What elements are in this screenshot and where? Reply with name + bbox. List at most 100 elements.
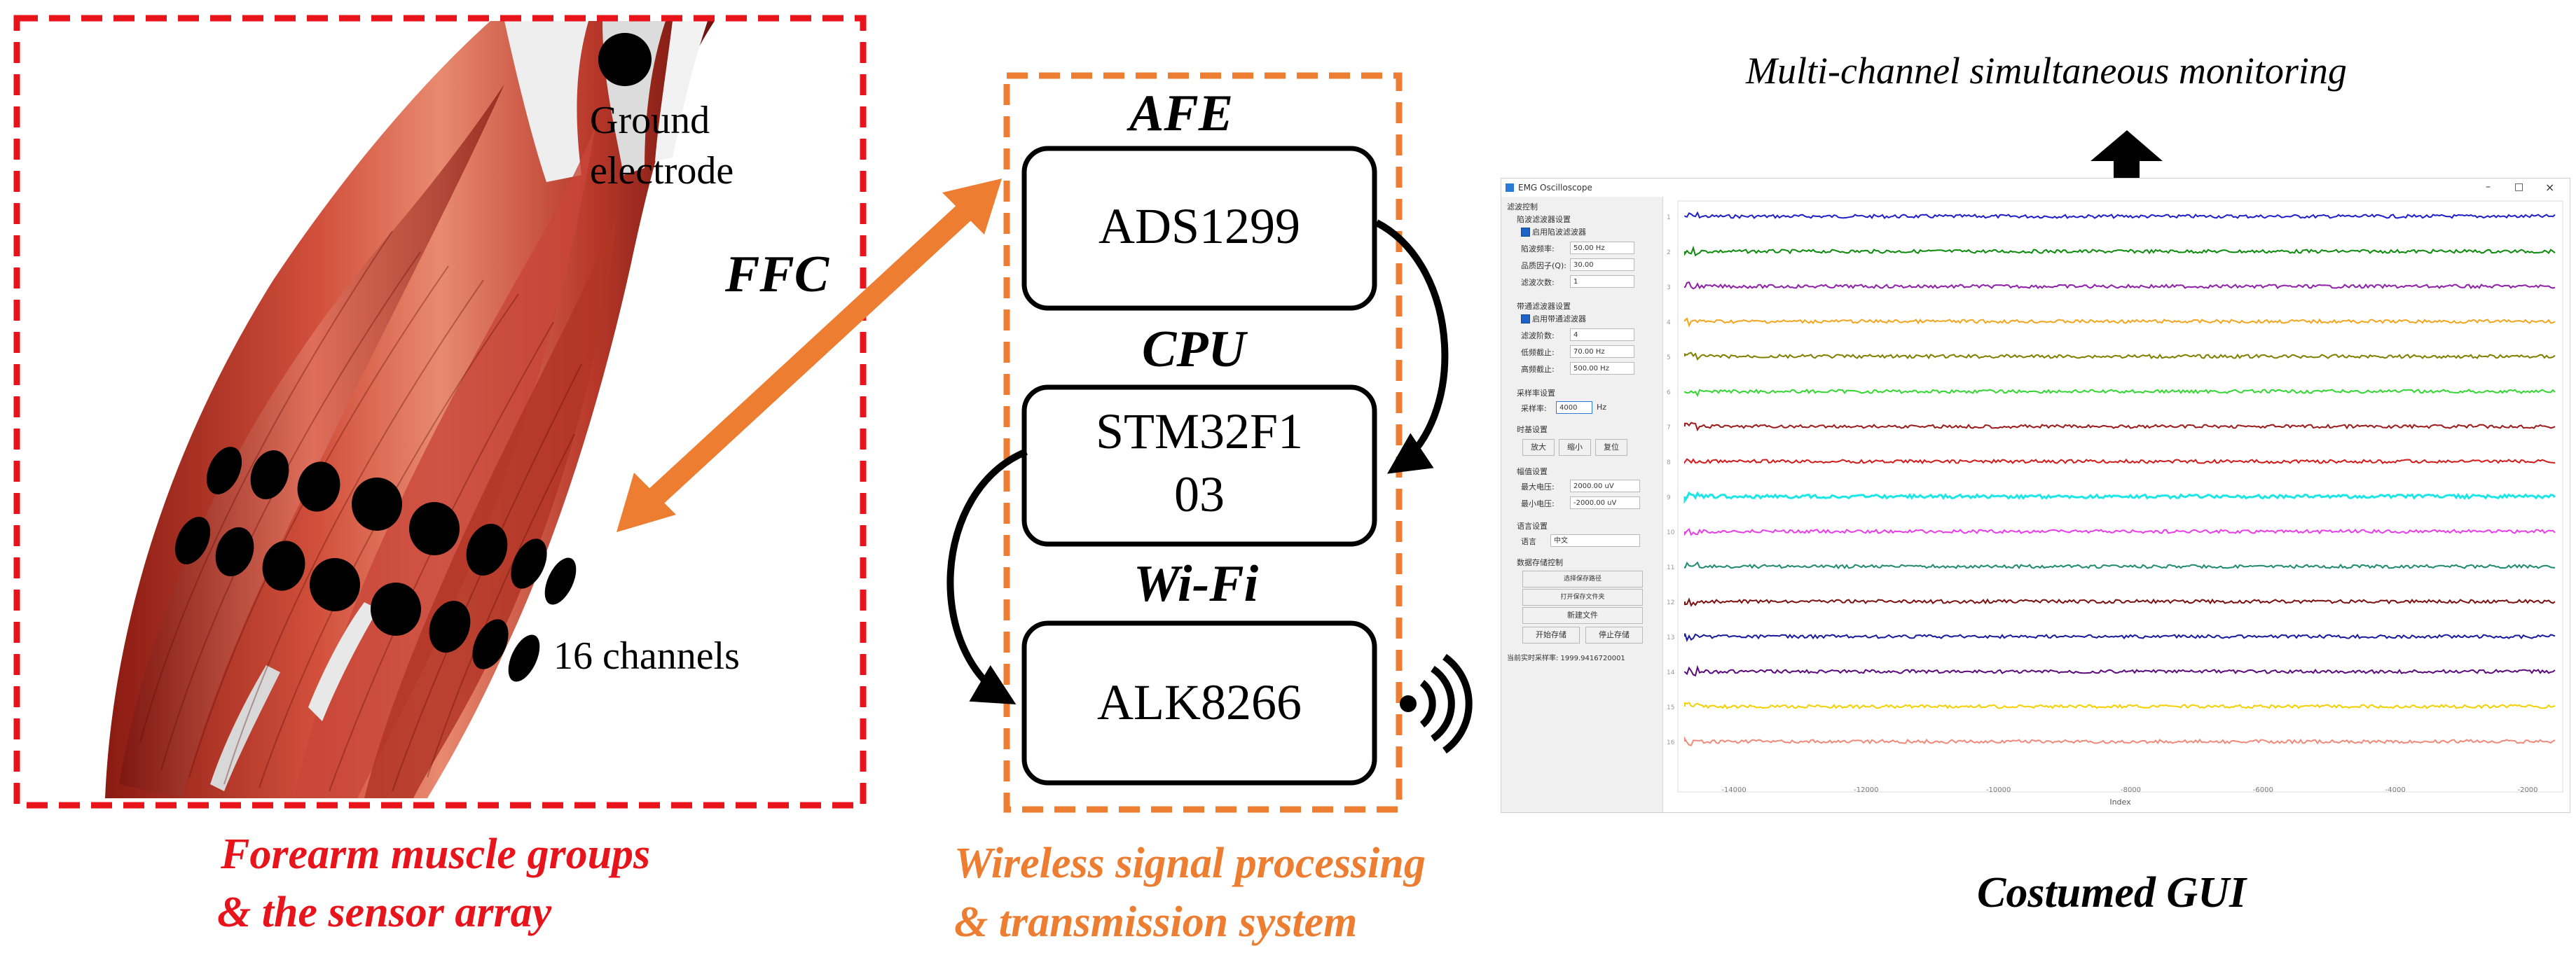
gui-window-title: EMG Oscilloscope <box>1518 183 1592 193</box>
gui-title-bar: EMG Oscilloscope – □ × <box>1501 179 2570 197</box>
sample-rate-label: 采样率: <box>1521 404 1547 413</box>
ground-label-line1: Ground <box>590 99 710 142</box>
channel-trace <box>1684 458 2556 465</box>
channel-trace <box>1684 528 2556 536</box>
new-file-button[interactable]: 新建文件 <box>1522 607 1643 624</box>
high-cut-label: 高频截止: <box>1521 365 1555 374</box>
x-axis-label: Index <box>2109 798 2131 807</box>
ffc-link-arrow <box>617 179 1002 532</box>
realtime-rate-label: 当前实时采样率: 1999.9416720001 <box>1507 655 1625 662</box>
channels-label: 16 channels <box>553 634 740 678</box>
time-section-title: 时基设置 <box>1517 425 1548 434</box>
channel-trace <box>1684 317 2556 328</box>
muscle-caption-line1: Forearm muscle groups <box>221 830 651 878</box>
up-arrow-icon <box>2091 130 2163 204</box>
channel-trace <box>1684 422 2556 432</box>
gui-caption: Costumed GUI <box>1977 869 2247 917</box>
wifi-header: Wi-Fi <box>1134 555 1259 613</box>
maximize-icon[interactable]: □ <box>2514 181 2524 193</box>
low-cut-input[interactable]: 70.00 Hz <box>1570 345 1634 358</box>
min-voltage-label: 最小电压: <box>1521 499 1555 508</box>
open-folder-button[interactable]: 打开保存文件夹 <box>1522 589 1643 606</box>
processing-caption-line2: & transmission system <box>954 898 1358 946</box>
x-tick-label: -4000 <box>2385 786 2406 794</box>
wifi-chip-label: ALK8266 <box>1097 674 1302 730</box>
channel-trace <box>1684 633 2556 643</box>
sample-rate-select[interactable]: 4000 <box>1556 401 1592 414</box>
channel-label: 12 <box>1667 599 1674 606</box>
bandpass-enable-label: 启用带通滤波器 <box>1532 314 1586 324</box>
sample-section-title: 采样率设置 <box>1517 389 1555 398</box>
afe-chip-box <box>1021 146 1377 311</box>
zoom-in-button[interactable]: 放大 <box>1522 439 1555 456</box>
channel-trace <box>1684 245 2556 257</box>
bp-order-label: 滤波阶数: <box>1521 331 1555 340</box>
start-save-button[interactable]: 开始存储 <box>1522 627 1580 643</box>
channel-trace <box>1683 491 2556 504</box>
channel-trace <box>1684 211 2556 220</box>
x-tick-label: -8000 <box>2121 786 2141 794</box>
channel-label: 13 <box>1667 634 1674 641</box>
ground-label-line2: electrode <box>590 149 734 193</box>
wireless-signal-icon <box>1400 653 1473 754</box>
channel-label: 14 <box>1667 669 1675 676</box>
notch-section-title: 陷波滤波器设置 <box>1517 215 1571 224</box>
channel-label: 11 <box>1667 564 1674 571</box>
muscle-panel-frame <box>13 15 867 809</box>
max-voltage-label: 最大电压: <box>1521 482 1555 492</box>
channel-label: 10 <box>1667 529 1675 536</box>
reset-button[interactable]: 复位 <box>1595 439 1627 456</box>
cpu-chip-box <box>1021 384 1377 547</box>
high-cut-input[interactable]: 500.00 Hz <box>1570 362 1634 375</box>
q-factor-input[interactable]: 30.00 <box>1570 258 1634 271</box>
low-cut-label: 低频截止: <box>1521 348 1555 357</box>
channel-label: 7 <box>1667 424 1671 431</box>
channel-label: 9 <box>1667 494 1671 501</box>
x-tick-label: -2000 <box>2517 786 2537 794</box>
channel-trace <box>1684 281 2556 290</box>
lang-select[interactable]: 中文 <box>1550 534 1640 547</box>
channel-label: 16 <box>1667 739 1675 746</box>
x-tick-label: -12000 <box>1854 786 1878 794</box>
bandpass-enable-checkbox[interactable] <box>1521 314 1530 324</box>
forearm-muscle-illustration <box>105 21 715 798</box>
channel-label: 15 <box>1667 704 1674 711</box>
notch-order-label: 滤波次数: <box>1521 278 1555 287</box>
channel-label: 8 <box>1667 459 1671 466</box>
notch-freq-label: 陷波频率: <box>1521 244 1555 253</box>
electrode-array <box>174 447 577 682</box>
gui-top-label: Multi-channel simultaneous monitoring <box>1746 50 2347 92</box>
processing-caption-line1: Wireless signal processing <box>954 840 1426 887</box>
channel-trace <box>1684 597 2556 607</box>
minimize-icon[interactable]: – <box>2486 181 2491 193</box>
notch-freq-input[interactable]: 50.00 Hz <box>1570 242 1634 254</box>
channel-label: 2 <box>1667 249 1671 256</box>
notch-enable-label: 启用陷波滤波器 <box>1532 228 1586 237</box>
max-voltage-input[interactable]: 2000.00 uV <box>1570 480 1640 492</box>
channel-trace <box>1684 736 2556 746</box>
wifi-chip-box <box>1021 620 1377 786</box>
channel-trace <box>1684 352 2556 361</box>
notch-order-input[interactable]: 1 <box>1570 275 1634 288</box>
afe-header: AFE <box>1129 85 1234 142</box>
bp-order-input[interactable]: 4 <box>1570 328 1634 341</box>
gui-window: EMG Oscilloscope – □ × 滤波控制 陷波滤波器设置 启用陷波… <box>1501 178 2570 813</box>
close-icon[interactable]: × <box>2545 181 2555 194</box>
lang-label: 语言 <box>1521 537 1536 546</box>
data-section-title: 数据存储控制 <box>1517 558 1563 567</box>
select-path-button[interactable]: 选择保存路径 <box>1522 571 1643 587</box>
channel-trace <box>1684 388 2556 398</box>
notch-enable-checkbox[interactable] <box>1521 228 1530 237</box>
channel-label: 4 <box>1667 319 1671 326</box>
stop-save-button[interactable]: 停止存储 <box>1585 627 1643 643</box>
zoom-out-button[interactable]: 缩小 <box>1559 439 1591 456</box>
bandpass-section-title: 带通滤波器设置 <box>1517 302 1571 311</box>
x-tick-label: -10000 <box>1986 786 2011 794</box>
cpu-to-wifi-arrow <box>946 448 1028 705</box>
channel-trace <box>1684 561 2556 570</box>
channel-label: 5 <box>1667 354 1671 361</box>
ground-electrode-dot <box>598 33 652 86</box>
min-voltage-input[interactable]: -2000.00 uV <box>1570 496 1640 509</box>
range-section-title: 幅值设置 <box>1517 467 1548 476</box>
